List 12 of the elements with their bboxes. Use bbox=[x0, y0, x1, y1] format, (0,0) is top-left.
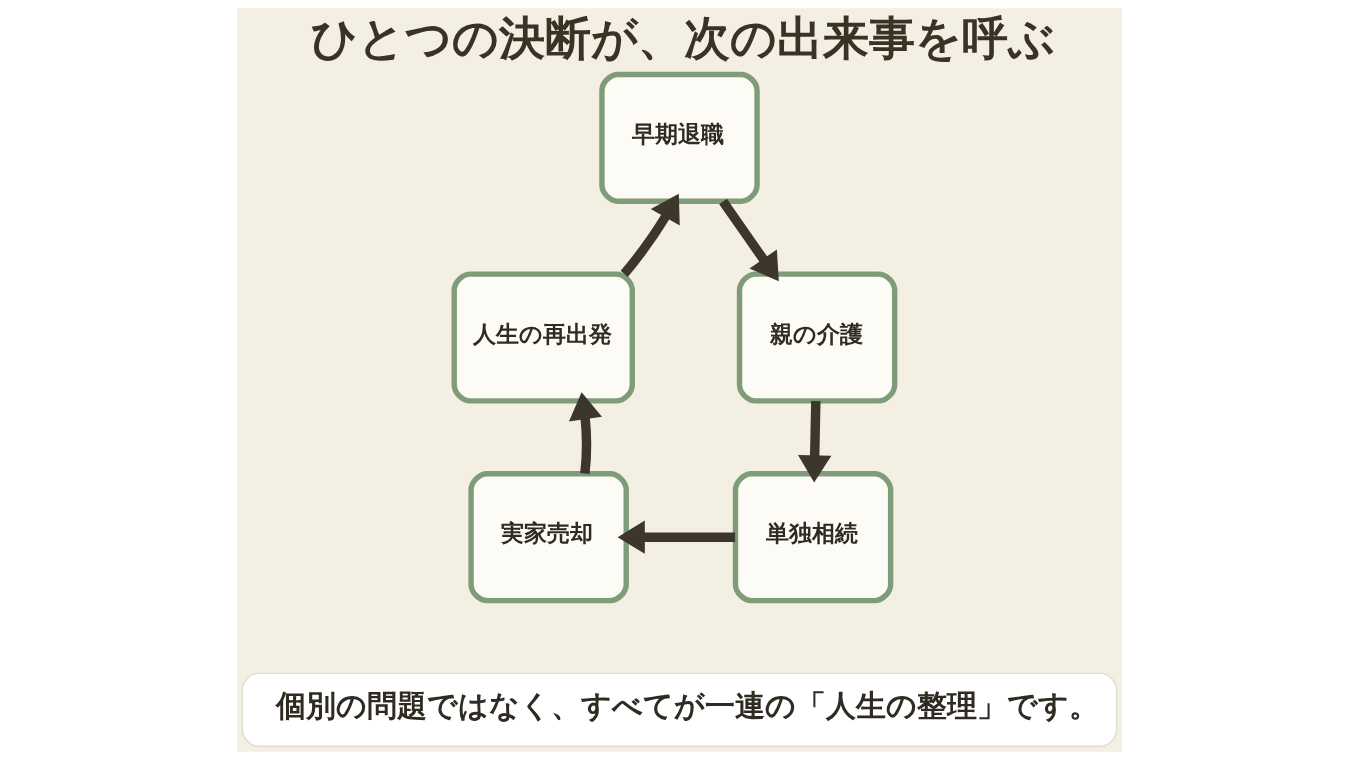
arrow bbox=[617, 520, 736, 554]
node-box: 人生の再出発 bbox=[451, 271, 635, 404]
arrow bbox=[620, 193, 680, 277]
arrow bbox=[719, 198, 779, 282]
arrow bbox=[798, 401, 832, 483]
node-box: 単独相続 bbox=[732, 471, 894, 604]
node-box: 個別の問題ではなく、すべてが一連の「人生の整理」です。 bbox=[241, 672, 1118, 747]
node-box: 実家売却 bbox=[468, 471, 629, 604]
diagram-title: ひとつの決断が、次の出来事を呼ぶ bbox=[310, 11, 1055, 66]
arrow bbox=[568, 392, 602, 475]
node-box: 親の介護 bbox=[736, 271, 898, 404]
node-box: 早期退職 bbox=[599, 71, 760, 204]
